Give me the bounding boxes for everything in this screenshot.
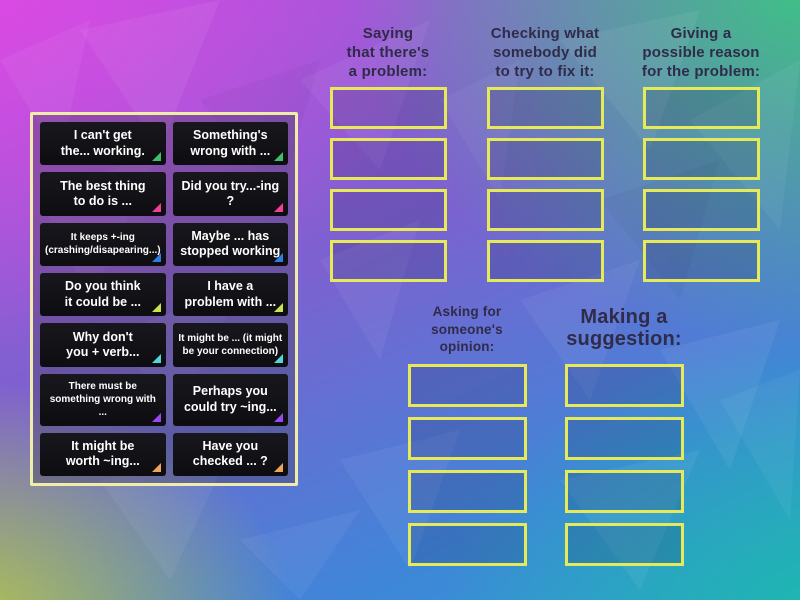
drop-slot[interactable] (486, 138, 604, 180)
group-slots (465, 87, 625, 282)
word-tile[interactable]: Maybe ... has stopped working (172, 222, 288, 267)
word-tile-label: Why don't you + verb... (66, 329, 140, 360)
word-tile[interactable]: It might be ... (it might be your connec… (172, 323, 288, 367)
drop-slot[interactable] (486, 240, 604, 282)
word-tile[interactable]: I can't get the... working. (40, 122, 166, 166)
group-slots (392, 363, 542, 566)
word-tile[interactable]: The best thing to do is ... (40, 172, 166, 216)
corner-triangle-icon (151, 353, 161, 363)
word-tile-label: Something's wrong with ... (190, 128, 271, 158)
drop-slot[interactable] (329, 87, 447, 129)
corner-triangle-icon (151, 253, 161, 263)
corner-triangle-icon (151, 303, 161, 313)
word-tile[interactable]: Have you checked ... ? (172, 432, 288, 476)
corner-triangle-icon (274, 253, 283, 263)
corner-triangle-icon (151, 463, 161, 472)
word-tile[interactable]: Why don't you + verb... (40, 323, 166, 367)
word-tile-label: It might be ... (it might be your connec… (178, 333, 283, 358)
group-title: Checking what somebody did to try to fix… (490, 25, 600, 80)
word-tile-label: It keeps +-ing (crashing/disapearing...) (45, 232, 161, 257)
corner-triangle-icon (274, 463, 283, 472)
word-tile[interactable]: It keeps +-ing (crashing/disapearing...) (40, 222, 166, 267)
word-tile-label: Have you checked ... ? (192, 439, 268, 469)
word-tile[interactable]: Did you try...-ing ? (172, 172, 288, 216)
corner-triangle-icon (274, 202, 283, 212)
word-tile[interactable]: Something's wrong with ... (172, 122, 288, 166)
word-tile-label: Perhaps you could try ~ing... (183, 384, 277, 414)
group-checking-fix: Checking what somebody did to try to fix… (465, 24, 625, 291)
word-tile-label: Did you try...-ing ? (181, 178, 280, 209)
word-tile-label: There must be something wrong with ... (49, 381, 156, 419)
drop-slot[interactable] (486, 189, 604, 231)
word-tile-label: I can't get the... working. (60, 128, 145, 158)
corner-triangle-icon (151, 202, 161, 212)
drop-slot[interactable] (642, 240, 760, 282)
word-tile[interactable]: It might be worth ~ing... (40, 432, 166, 476)
group-making-suggestion: Making a suggestion: (544, 306, 704, 576)
word-tile-label: The best thing to do is ... (60, 178, 146, 209)
drop-slot[interactable] (407, 469, 527, 513)
word-tile[interactable]: I have a problem with ... (172, 273, 288, 317)
drop-slot[interactable] (329, 138, 447, 180)
drop-slot[interactable] (564, 417, 684, 460)
tile-tray: I can't get the... working. Something's w… (30, 112, 298, 486)
drop-slot[interactable] (564, 364, 684, 407)
group-slots (544, 364, 704, 566)
drop-slot[interactable] (564, 470, 684, 513)
drop-slot[interactable] (642, 138, 760, 180)
group-title: Making a suggestion: (566, 306, 682, 350)
corner-triangle-icon (151, 152, 161, 162)
group-possible-reason: Giving a possible reason for the problem… (621, 24, 781, 291)
word-tile[interactable]: Perhaps you could try ~ing... (172, 373, 288, 426)
group-slots (308, 87, 468, 282)
word-tile-label: It might be worth ~ing... (65, 439, 140, 469)
drop-slot[interactable] (407, 522, 527, 566)
word-tile-label: I have a problem with ... (184, 279, 277, 309)
word-tile[interactable]: There must be something wrong with ... (40, 373, 166, 426)
word-tile[interactable]: Do you think it could be ... (40, 273, 166, 317)
group-saying-problem: Saying that there's a problem: (308, 24, 468, 291)
drop-slot[interactable] (407, 416, 527, 460)
drop-slot[interactable] (642, 87, 760, 129)
drop-slot[interactable] (329, 240, 447, 282)
group-title: Giving a possible reason for the problem… (641, 25, 761, 80)
group-asking-opinion: Asking for someone's opinion: (392, 303, 542, 576)
corner-triangle-icon (274, 412, 283, 422)
corner-triangle-icon (274, 353, 283, 363)
drop-slot[interactable] (642, 189, 760, 231)
drop-slot[interactable] (564, 523, 684, 566)
corner-triangle-icon (151, 412, 161, 422)
group-slots (621, 87, 781, 282)
drop-slot[interactable] (486, 87, 604, 129)
drop-slot[interactable] (329, 189, 447, 231)
corner-triangle-icon (274, 152, 283, 162)
group-title: Saying that there's a problem: (346, 25, 430, 80)
corner-triangle-icon (274, 303, 283, 313)
word-tile-label: Do you think it could be ... (64, 279, 141, 309)
group-title: Asking for someone's opinion: (431, 304, 503, 354)
word-tile-label: Maybe ... has stopped working (180, 229, 281, 259)
drop-slot[interactable] (407, 363, 527, 407)
